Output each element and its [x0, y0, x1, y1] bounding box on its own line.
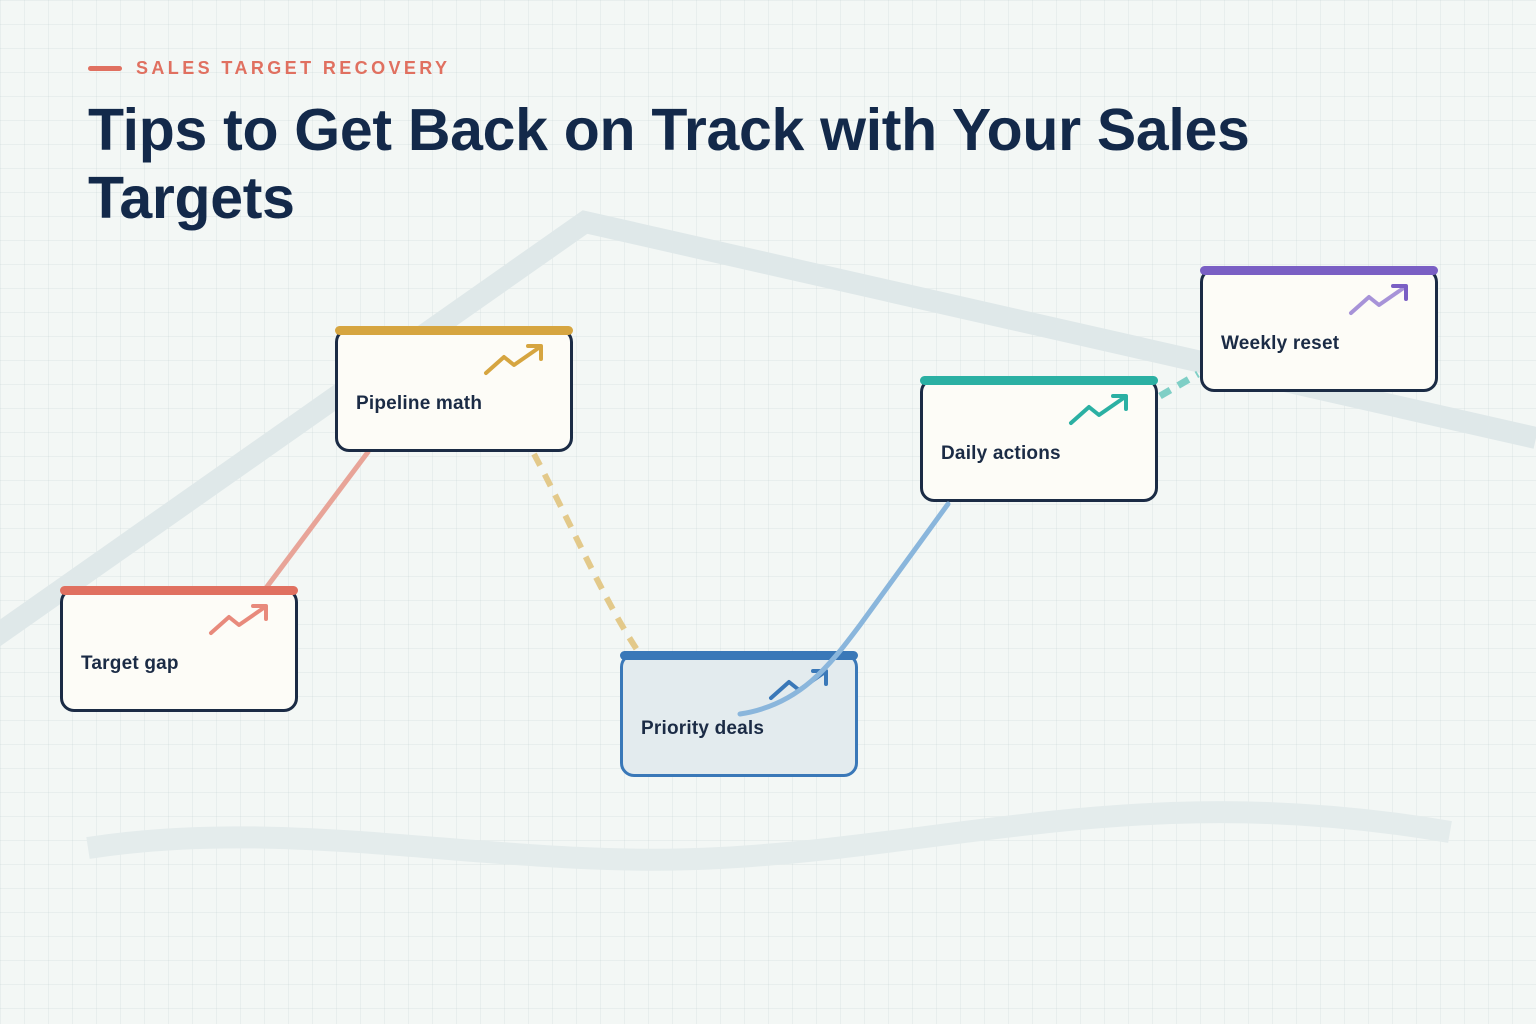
- card-label: Weekly reset: [1221, 333, 1340, 354]
- step-card-daily-actions: Daily actions: [920, 376, 1158, 502]
- connector-target-gap-to-pipeline-math: [263, 449, 371, 591]
- card-accent-bar: [920, 376, 1158, 385]
- eyebrow-label: SALES TARGET RECOVERY: [136, 58, 451, 78]
- eyebrow: SALES TARGET RECOVERY: [88, 58, 450, 79]
- card-accent-bar: [620, 651, 858, 660]
- card-label: Priority deals: [641, 718, 765, 739]
- card-accent-bar: [335, 326, 573, 335]
- eyebrow-accent-line: [88, 66, 122, 71]
- card-label: Pipeline math: [356, 393, 483, 414]
- step-card-weekly-reset: Weekly reset: [1200, 266, 1438, 392]
- step-card-target-gap: Target gap: [60, 586, 298, 712]
- trend-up-icon: [1069, 394, 1128, 425]
- trend-up-icon: [769, 669, 828, 700]
- trend-up-icon: [1349, 284, 1408, 315]
- page-title: Tips to Get Back on Track with Your Sale…: [88, 97, 1250, 231]
- background-wave: [86, 801, 1452, 871]
- card-accent-bar: [1200, 266, 1438, 275]
- step-card-priority-deals: Priority deals: [620, 651, 858, 777]
- trend-up-icon: [209, 604, 268, 635]
- trend-up-icon: [484, 344, 543, 375]
- connector-daily-actions-to-weekly-reset: [1158, 370, 1200, 400]
- card-label: Target gap: [81, 653, 179, 674]
- card-label: Daily actions: [941, 443, 1061, 464]
- card-accent-bar: [60, 586, 298, 595]
- step-card-pipeline-math: Pipeline math: [335, 326, 573, 452]
